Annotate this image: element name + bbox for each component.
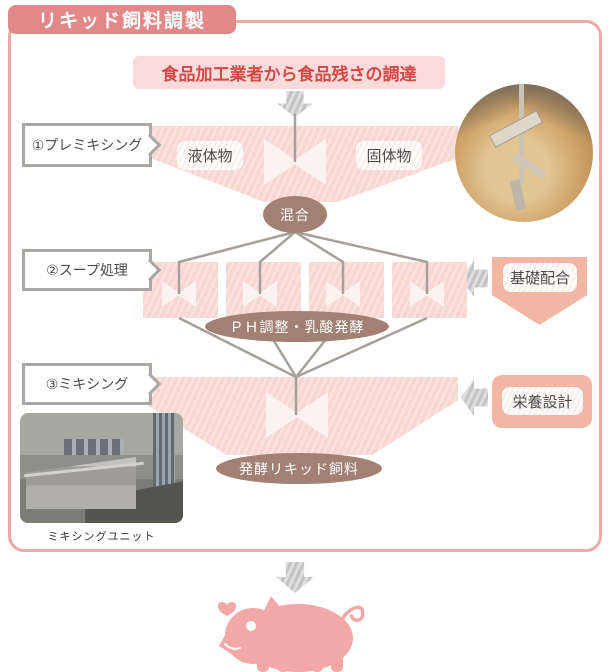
unit-photo-caption: ミキシングユニット [47, 530, 156, 543]
pig-icon [217, 596, 365, 672]
soup-tank [309, 262, 384, 318]
step-label-soup: ②スープ処理 [22, 249, 162, 291]
step-label-mixing: ③ミキシング [22, 363, 162, 405]
down-arrow-icon [276, 562, 314, 593]
mix-result-ellipse: 混合 [263, 196, 327, 233]
step-label-text: ②スープ処理 [46, 263, 128, 279]
photo-machines [64, 439, 124, 455]
step-label-text: ③ミキシング [45, 377, 129, 393]
step-label-text: ①プレミキシング [31, 138, 143, 154]
procurement-banner: 食品加工業者から食品残さの調達 [133, 56, 445, 89]
mixing-tank-photo [455, 84, 593, 222]
heart-icon [217, 601, 237, 616]
agitator-paddle [509, 179, 527, 211]
mixing-unit-photo [20, 413, 183, 523]
solid-pill: 固体物 [356, 141, 422, 170]
base-formula-label: 基礎配合 [503, 263, 577, 292]
agitator-blade [488, 110, 544, 148]
step-label-premixing: ①プレミキシング [22, 123, 162, 167]
ph-result-ellipse: ＰＨ調整・乳酸発酵 [205, 311, 389, 342]
agitator-blade [511, 153, 547, 179]
soup-tank [226, 262, 301, 318]
page-title: リキッド飼料調製 [8, 5, 236, 34]
fermented-feed-ellipse: 発酵リキッド飼料 [216, 453, 382, 484]
liquid-pill: 液体物 [177, 141, 243, 170]
corrugated-pipe [153, 413, 175, 491]
soup-tank [392, 262, 467, 318]
nutrition-design-label: 栄養設計 [502, 387, 583, 415]
